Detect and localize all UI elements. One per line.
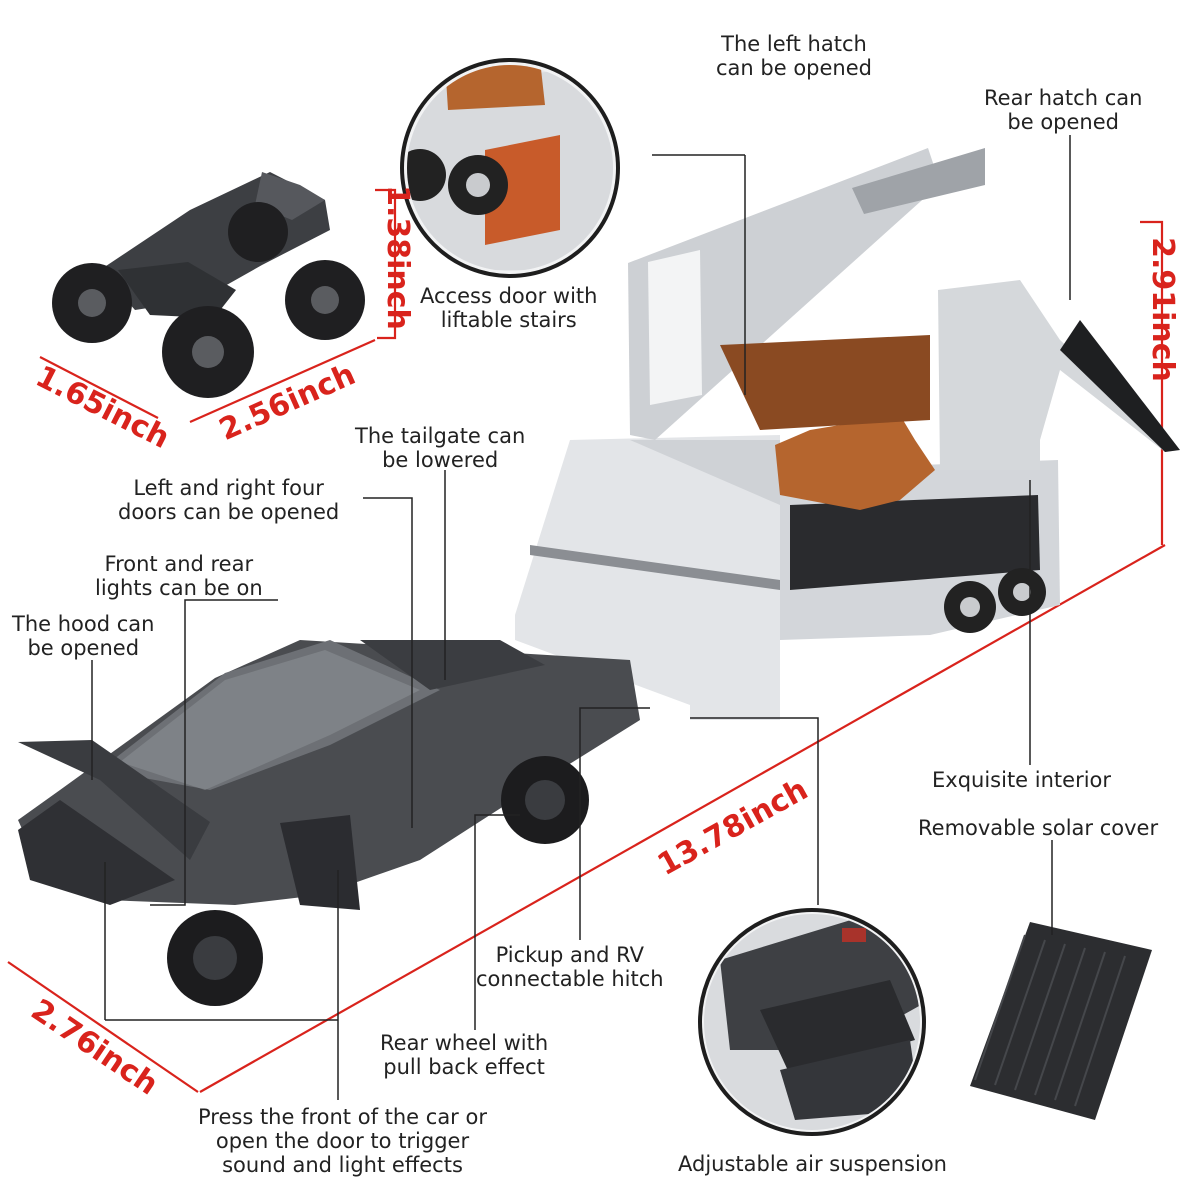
solar-cover-panel — [970, 922, 1152, 1120]
label-rear-wheel: Rear wheel with pull back effect — [380, 1031, 549, 1079]
label-rear-hatch: Rear hatch can be opened — [984, 86, 1143, 134]
rv-trailer — [515, 148, 1180, 720]
label-interior: Exquisite interior — [932, 768, 1112, 792]
label-left-hatch: The left hatch can be opened — [716, 32, 872, 80]
dimension-lines — [7, 188, 1166, 1093]
inset-air-suspension — [698, 908, 926, 1136]
label-lights: Front and rear lights can be on — [95, 552, 263, 600]
dimension-atv-height: 1.38inch — [379, 185, 415, 330]
label-tailgate: The tailgate can be lowered — [355, 424, 526, 472]
label-solar-cover: Removable solar cover — [918, 816, 1159, 840]
atv-model — [52, 172, 365, 398]
label-hitch: Pickup and RV connectable hitch — [476, 943, 664, 991]
label-hood: The hood can be opened — [12, 612, 155, 660]
label-press-front: Press the front of the car or open the d… — [198, 1105, 487, 1177]
leader-lines — [91, 135, 1071, 1100]
inset-access-door — [400, 58, 620, 278]
dimension-rv-height: 2.91inch — [1144, 237, 1180, 382]
label-air-suspension: Adjustable air suspension — [678, 1152, 947, 1176]
label-four-doors: Left and right four doors can be opened — [118, 476, 340, 524]
label-access-door: Access door with liftable stairs — [420, 284, 598, 332]
